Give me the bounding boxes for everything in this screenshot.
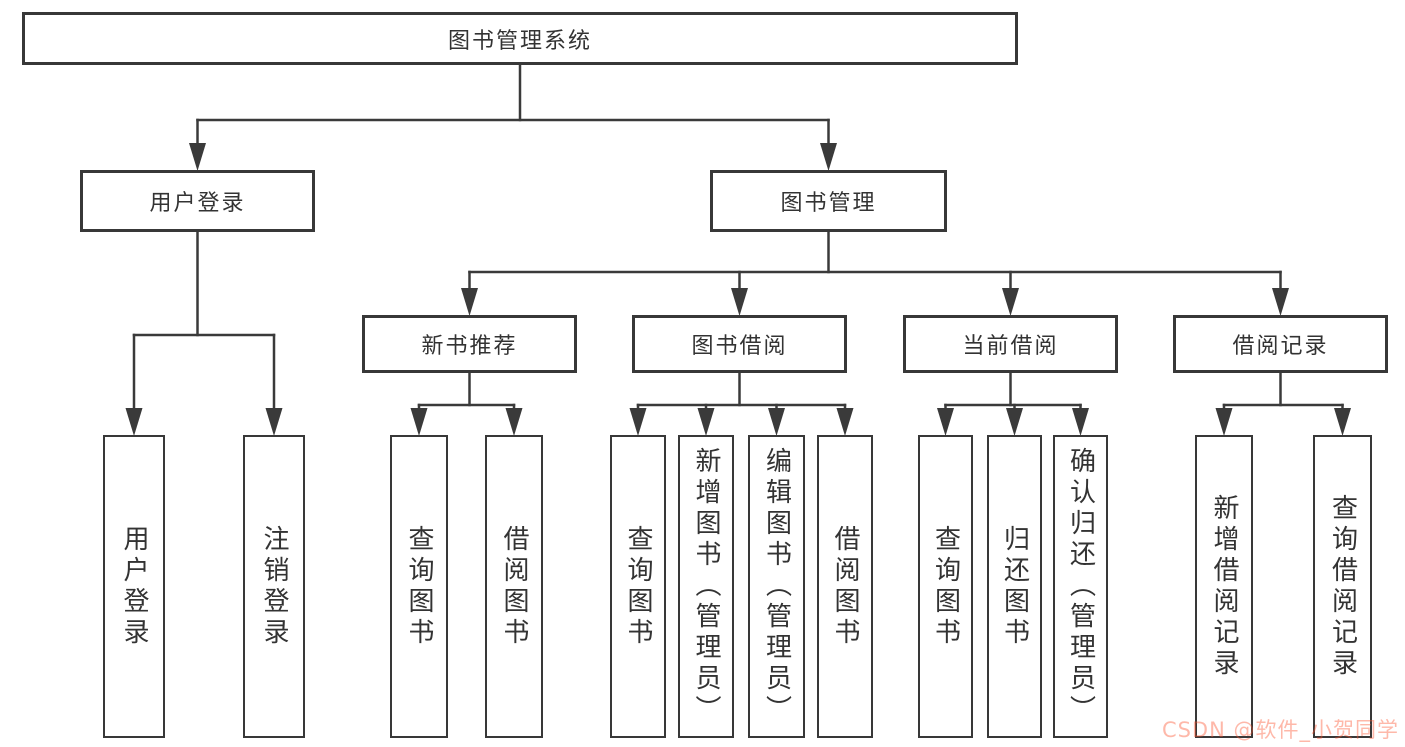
node-label-leaf-borrow-query-books: 查询图书 xyxy=(623,524,653,649)
node-label-current-borrowing: 当前借阅 xyxy=(962,334,1059,359)
arrowhead-icon-book-borrowing-0 xyxy=(629,408,647,436)
arrowhead-icon-book-management-branch-0 xyxy=(461,288,478,316)
node-leaf-current-query-books: 查询图书 xyxy=(918,435,973,738)
arrowhead-icon-current-borrowing-1 xyxy=(1006,408,1023,436)
node-leaf-rec-query-books: 查询图书 xyxy=(390,435,448,738)
arrowhead-icon-book-management-branch-3 xyxy=(1272,288,1289,316)
arrowhead-icon-new-book-recommend-0 xyxy=(410,408,428,436)
node-label-root: 图书管理系统 xyxy=(447,28,592,54)
arrowhead-icon-root-0 xyxy=(189,143,206,171)
node-label-leaf-record-query: 查询借阅记录 xyxy=(1327,493,1358,680)
node-leaf-logout: 注销登录 xyxy=(243,435,305,738)
arrowhead-icon-current-borrowing-2 xyxy=(1072,408,1089,436)
arrowhead-icon-borrowing-records-1 xyxy=(1334,408,1351,436)
node-leaf-current-return-books: 归还图书 xyxy=(987,435,1042,738)
node-label-leaf-borrow-add-books: 新增图书（管理员） xyxy=(691,447,721,726)
arrowhead-icon-user-login-branch-0 xyxy=(125,408,143,436)
node-book-management-branch: 图书管理 xyxy=(710,170,947,232)
node-user-login-branch: 用户登录 xyxy=(80,170,315,232)
node-label-leaf-current-confirm-return: 确认归还（管理员） xyxy=(1065,447,1096,726)
node-leaf-record-add: 新增借阅记录 xyxy=(1195,435,1253,738)
node-leaf-borrow-add-books: 新增图书（管理员） xyxy=(678,435,734,738)
node-leaf-borrow-borrow-books: 借阅图书 xyxy=(817,435,873,738)
node-leaf-borrow-edit-books: 编辑图书（管理员） xyxy=(748,435,805,738)
node-label-book-management-branch: 图书管理 xyxy=(780,191,877,216)
node-label-new-book-recommend: 新书推荐 xyxy=(421,334,518,359)
node-leaf-rec-borrow-books: 借阅图书 xyxy=(485,435,543,738)
node-label-borrowing-records: 借阅记录 xyxy=(1232,334,1329,359)
node-label-leaf-borrow-borrow-books: 借阅图书 xyxy=(830,524,860,649)
node-label-leaf-rec-query-books: 查询图书 xyxy=(404,524,434,649)
node-label-leaf-logout: 注销登录 xyxy=(259,524,289,649)
node-new-book-recommend: 新书推荐 xyxy=(362,315,577,373)
arrowhead-icon-root-1 xyxy=(820,143,837,171)
node-label-leaf-current-query-books: 查询图书 xyxy=(930,524,961,649)
node-label-leaf-record-add: 新增借阅记录 xyxy=(1209,493,1239,680)
node-label-leaf-rec-borrow-books: 借阅图书 xyxy=(499,524,529,649)
arrowhead-icon-new-book-recommend-1 xyxy=(505,408,523,436)
node-leaf-current-confirm-return: 确认归还（管理员） xyxy=(1053,435,1108,738)
node-label-leaf-user-login: 用户登录 xyxy=(119,524,149,649)
arrowhead-icon-user-login-branch-1 xyxy=(265,408,283,436)
arrowhead-icon-book-borrowing-1 xyxy=(697,408,715,436)
arrowhead-icon-book-management-branch-1 xyxy=(731,288,748,316)
node-label-book-borrowing: 图书借阅 xyxy=(691,334,788,359)
node-label-leaf-borrow-edit-books: 编辑图书（管理员） xyxy=(761,447,792,726)
node-borrowing-records: 借阅记录 xyxy=(1173,315,1388,373)
node-leaf-borrow-query-books: 查询图书 xyxy=(610,435,666,738)
watermark-text: CSDN @软件_小贺同学 xyxy=(1161,718,1399,742)
node-book-borrowing: 图书借阅 xyxy=(632,315,847,373)
node-root: 图书管理系统 xyxy=(22,12,1018,65)
node-label-user-login-branch: 用户登录 xyxy=(149,191,246,216)
arrowhead-icon-book-borrowing-3 xyxy=(836,408,854,436)
node-leaf-record-query: 查询借阅记录 xyxy=(1313,435,1372,738)
node-label-leaf-current-return-books: 归还图书 xyxy=(999,524,1030,649)
node-leaf-user-login: 用户登录 xyxy=(103,435,165,738)
arrowhead-icon-current-borrowing-0 xyxy=(937,408,954,436)
arrowhead-icon-book-management-branch-2 xyxy=(1002,288,1019,316)
arrowhead-icon-book-borrowing-2 xyxy=(768,408,785,436)
node-current-borrowing: 当前借阅 xyxy=(903,315,1118,373)
arrowhead-icon-borrowing-records-0 xyxy=(1215,408,1233,436)
